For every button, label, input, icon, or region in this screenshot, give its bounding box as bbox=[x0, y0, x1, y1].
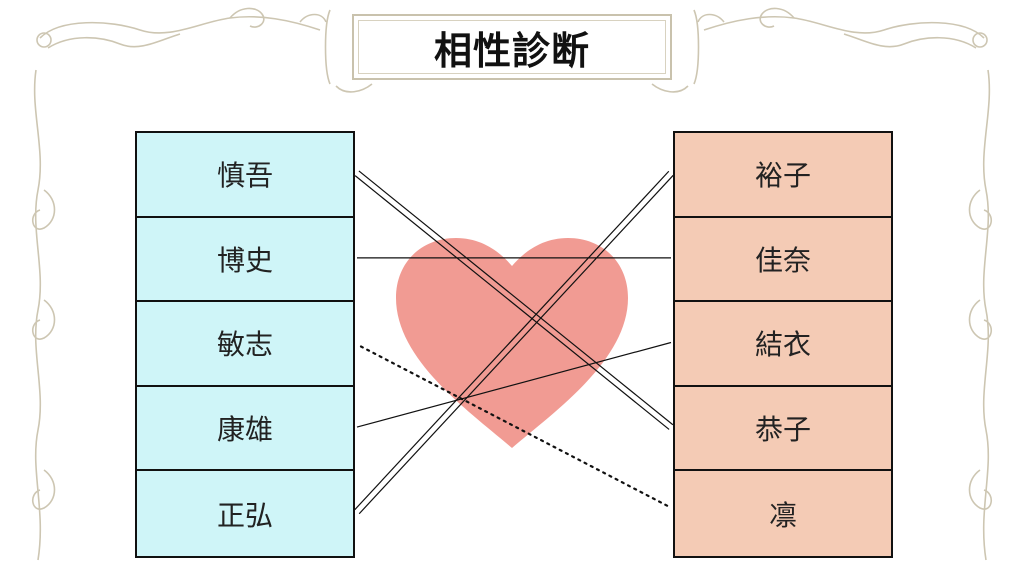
right-name-cell[interactable]: 裕子 bbox=[675, 133, 891, 218]
title-plaque: 相性診断 bbox=[352, 14, 672, 80]
right-name-cell[interactable]: 結衣 bbox=[675, 302, 891, 387]
connection-lines bbox=[354, 170, 674, 515]
left-name-cell[interactable]: 康雄 bbox=[137, 387, 353, 472]
connection-line bbox=[356, 341, 672, 428]
left-name-column: 慎吾 博史 敏志 康雄 正弘 bbox=[135, 131, 355, 558]
connection-line bbox=[358, 170, 674, 426]
connection-line bbox=[354, 175, 670, 430]
right-name-cell[interactable]: 佳奈 bbox=[675, 218, 891, 303]
left-name-cell[interactable]: 博史 bbox=[137, 218, 353, 303]
connection-line bbox=[354, 170, 670, 511]
connection-line bbox=[359, 345, 673, 509]
left-name-cell[interactable]: 慎吾 bbox=[137, 133, 353, 218]
right-name-cell[interactable]: 凛 bbox=[768, 498, 797, 532]
left-name-cell[interactable]: 正弘 bbox=[216, 498, 273, 532]
heart-shape bbox=[396, 238, 628, 448]
connection-line bbox=[358, 174, 674, 515]
right-name-cell[interactable]: 恭子 bbox=[675, 387, 891, 472]
left-name-cell[interactable]: 敏志 bbox=[137, 302, 353, 387]
page-title: 相性診断 bbox=[433, 28, 590, 73]
right-name-column: 裕子 佳奈 結衣 恭子 凛 bbox=[673, 131, 893, 558]
